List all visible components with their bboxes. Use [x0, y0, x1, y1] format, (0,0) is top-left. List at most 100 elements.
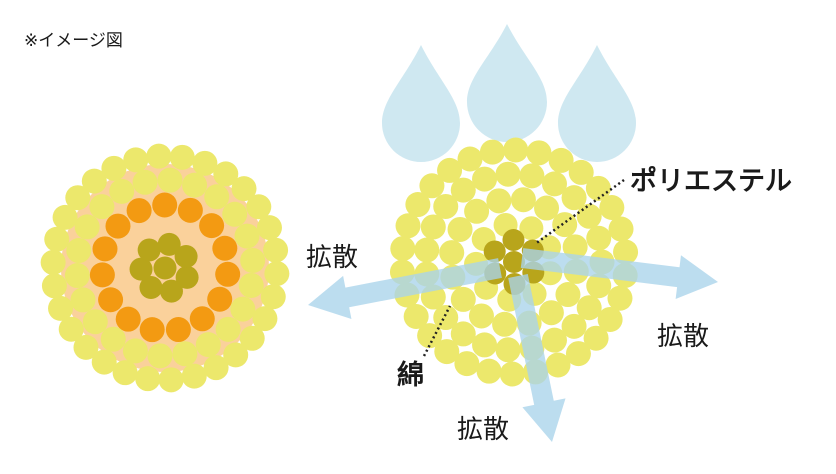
cotton-label: 綿	[397, 359, 424, 391]
cotton-fiber	[562, 234, 588, 260]
absorbed-fiber	[165, 317, 191, 343]
absorbed-fiber	[212, 235, 238, 261]
cotton-fiber	[181, 363, 207, 389]
cotton-fiber	[420, 214, 446, 240]
polyester-fiber	[174, 245, 198, 269]
absorbed-fiber	[215, 261, 241, 287]
cotton-fiber	[213, 161, 239, 187]
cotton-fiber	[439, 240, 465, 266]
cotton-fiber	[545, 352, 571, 378]
absorbed-fiber	[207, 286, 233, 312]
cotton-fiber	[519, 216, 544, 241]
water-drops	[382, 24, 636, 162]
cotton-fiber	[223, 342, 249, 368]
polyester-fiber	[153, 256, 177, 280]
polyester-fiber	[157, 232, 181, 256]
cotton-fiber	[437, 157, 463, 183]
cotton-fiber	[65, 185, 91, 211]
cotton-fiber	[457, 146, 483, 172]
absorbed-fiber	[92, 236, 118, 262]
cotton-fiber	[234, 223, 260, 249]
cotton-fiber	[447, 216, 473, 242]
cotton-fiber	[172, 341, 198, 367]
cotton-fiber	[100, 326, 126, 352]
flow-arrow-icon	[308, 258, 502, 320]
polyester-leader-line	[534, 178, 625, 246]
absorbed-yarn-cross-section	[40, 143, 290, 393]
cotton-fiber	[565, 341, 591, 367]
cotton-fiber	[52, 204, 78, 230]
cotton-fiber	[568, 159, 594, 185]
cotton-fiber	[503, 137, 529, 163]
cotton-fiber	[608, 216, 634, 242]
cotton-fiber	[510, 187, 536, 213]
absorbed-fiber	[98, 287, 124, 313]
cotton-fiber	[586, 225, 612, 251]
cotton-fiber	[91, 349, 117, 375]
cotton-fiber	[169, 144, 195, 170]
cotton-fiber	[390, 236, 416, 262]
cotton-fiber	[222, 201, 248, 227]
cotton-fiber	[479, 139, 505, 165]
cotton-fiber	[561, 185, 587, 211]
cotton-fiber	[157, 167, 183, 193]
cotton-fiber	[260, 284, 286, 310]
cotton-fiber	[132, 169, 158, 195]
cotton-fiber	[519, 163, 545, 189]
cotton-fiber	[395, 213, 421, 239]
cotton-fiber	[109, 178, 135, 204]
absorbed-fiber	[189, 306, 215, 332]
cotton-fiber	[468, 303, 494, 329]
cotton-fiber	[555, 282, 581, 308]
cotton-fiber	[147, 343, 173, 369]
cotton-fiber	[576, 295, 602, 321]
cotton-fiber	[548, 147, 574, 173]
cotton-fiber	[112, 360, 138, 386]
cotton-fiber	[246, 194, 272, 220]
cotton-fiber	[192, 150, 218, 176]
cotton-fiber	[586, 273, 612, 299]
polyester-fiber	[483, 240, 506, 263]
cotton-fiber	[89, 194, 115, 220]
absorbed-fiber	[139, 317, 165, 343]
cotton-fiber	[73, 334, 99, 360]
polyester-fiber	[159, 279, 183, 303]
cotton-fiber	[538, 300, 564, 326]
absorbed-fiber	[89, 262, 115, 288]
cotton-fiber	[472, 166, 498, 192]
absorbed-fiber	[177, 197, 203, 223]
flow-arrow-icon	[508, 273, 566, 442]
cotton-fiber	[44, 226, 70, 252]
cotton-fiber	[419, 173, 445, 199]
cotton-fiber	[534, 195, 560, 221]
cotton-fiber	[486, 188, 512, 214]
cotton-fiber	[464, 198, 490, 224]
cotton-fiber	[252, 306, 278, 332]
diffusion-label-bottom: 拡散	[457, 415, 509, 445]
diffusion-arrows	[308, 248, 718, 442]
cotton-fiber	[405, 192, 431, 218]
polyester-fiber	[503, 251, 525, 273]
polyester-fiber	[502, 229, 525, 252]
polyester-fiber	[137, 238, 161, 262]
cotton-fiber	[607, 285, 633, 311]
cotton-fiber	[146, 143, 172, 169]
cotton-fiber	[472, 332, 498, 358]
cotton-fiber	[238, 272, 264, 298]
cotton-fiber	[256, 215, 282, 241]
cotton-fiber	[203, 355, 229, 381]
cotton-fiber	[454, 351, 480, 377]
absorbed-fiber	[199, 213, 225, 239]
cotton-fiber	[101, 155, 127, 181]
diffusion-label-right: 拡散	[657, 322, 709, 352]
cotton-fiber	[231, 176, 257, 202]
cotton-fiber	[264, 261, 290, 287]
cotton-fiber	[40, 249, 66, 275]
cotton-fiber	[450, 286, 476, 312]
cotton-fiber	[414, 237, 440, 263]
polyester-fiber	[175, 265, 199, 289]
cotton-fiber	[122, 338, 148, 364]
cotton-fiber	[64, 263, 90, 289]
cotton-fiber	[476, 358, 502, 384]
